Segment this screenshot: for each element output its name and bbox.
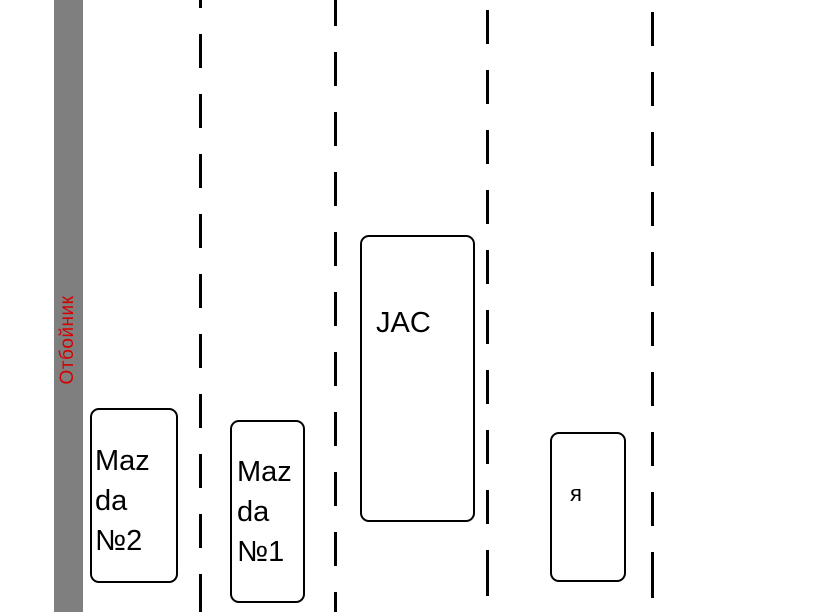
car-jac <box>360 235 475 522</box>
guardrail-barrier <box>54 0 83 612</box>
car-jac-label: JAC <box>376 307 431 339</box>
lane-divider-1 <box>199 0 202 612</box>
car-me <box>550 432 626 582</box>
lane-divider-2 <box>334 0 337 612</box>
car-me-label: я <box>570 481 582 506</box>
guardrail-label: Отбойник <box>57 295 78 385</box>
car-mazda-2-label: Maz da №2 <box>95 445 150 557</box>
car-mazda-2 <box>90 408 178 583</box>
lane-divider-4 <box>651 0 654 612</box>
lane-divider-3 <box>486 0 489 612</box>
car-mazda-1 <box>230 420 305 603</box>
car-mazda-1-label: Maz da №1 <box>237 456 292 568</box>
